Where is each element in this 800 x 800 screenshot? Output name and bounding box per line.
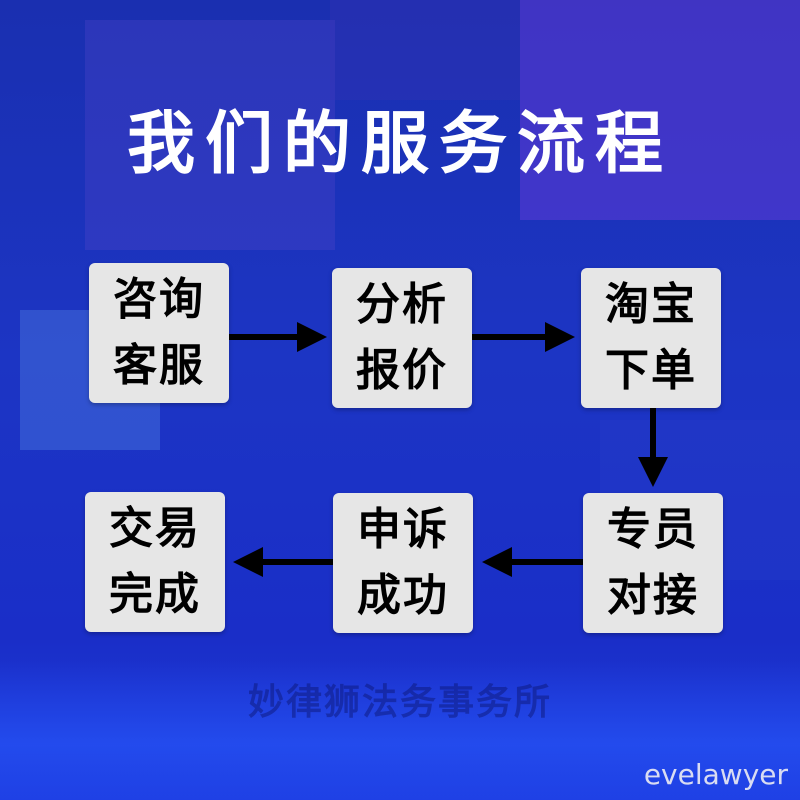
step-label: 专员 对接 bbox=[603, 497, 703, 629]
background-panel bbox=[520, 0, 800, 220]
watermark-text: 妙律狮法务事务所 bbox=[247, 682, 552, 723]
step-appeal: 申诉 成功 bbox=[333, 493, 473, 633]
step-label-line1: 专员 bbox=[607, 504, 699, 555]
credit-text: evelawyer bbox=[643, 758, 788, 791]
step-label-line1: 咨询 bbox=[113, 274, 205, 325]
step-label-line2: 完成 bbox=[109, 569, 201, 620]
step-order: 淘宝 下单 bbox=[581, 268, 721, 408]
step-label-line1: 申诉 bbox=[357, 504, 449, 555]
step-label: 分析 报价 bbox=[352, 272, 452, 404]
step-label-line1: 交易 bbox=[109, 503, 201, 554]
background-panel bbox=[85, 20, 335, 250]
page-title: 我们的服务流程 bbox=[126, 105, 673, 184]
step-label: 申诉 成功 bbox=[353, 497, 453, 629]
step-complete: 交易 完成 bbox=[85, 492, 225, 632]
step-label-line2: 下单 bbox=[605, 345, 697, 396]
step-label-line1: 分析 bbox=[356, 279, 448, 330]
step-label-line1: 淘宝 bbox=[605, 279, 697, 330]
step-analysis: 分析 报价 bbox=[332, 268, 472, 408]
step-label-line2: 对接 bbox=[607, 570, 699, 621]
step-label: 交易 完成 bbox=[105, 496, 205, 628]
step-specialist: 专员 对接 bbox=[583, 493, 723, 633]
step-label-line2: 客服 bbox=[113, 340, 205, 391]
step-label: 咨询 客服 bbox=[109, 267, 209, 399]
background-glow bbox=[0, 660, 800, 800]
step-label-line2: 报价 bbox=[356, 345, 448, 396]
step-label: 淘宝 下单 bbox=[601, 272, 701, 404]
background-panel bbox=[330, 0, 520, 100]
step-label-line2: 成功 bbox=[357, 570, 449, 621]
step-consult: 咨询 客服 bbox=[89, 263, 229, 403]
